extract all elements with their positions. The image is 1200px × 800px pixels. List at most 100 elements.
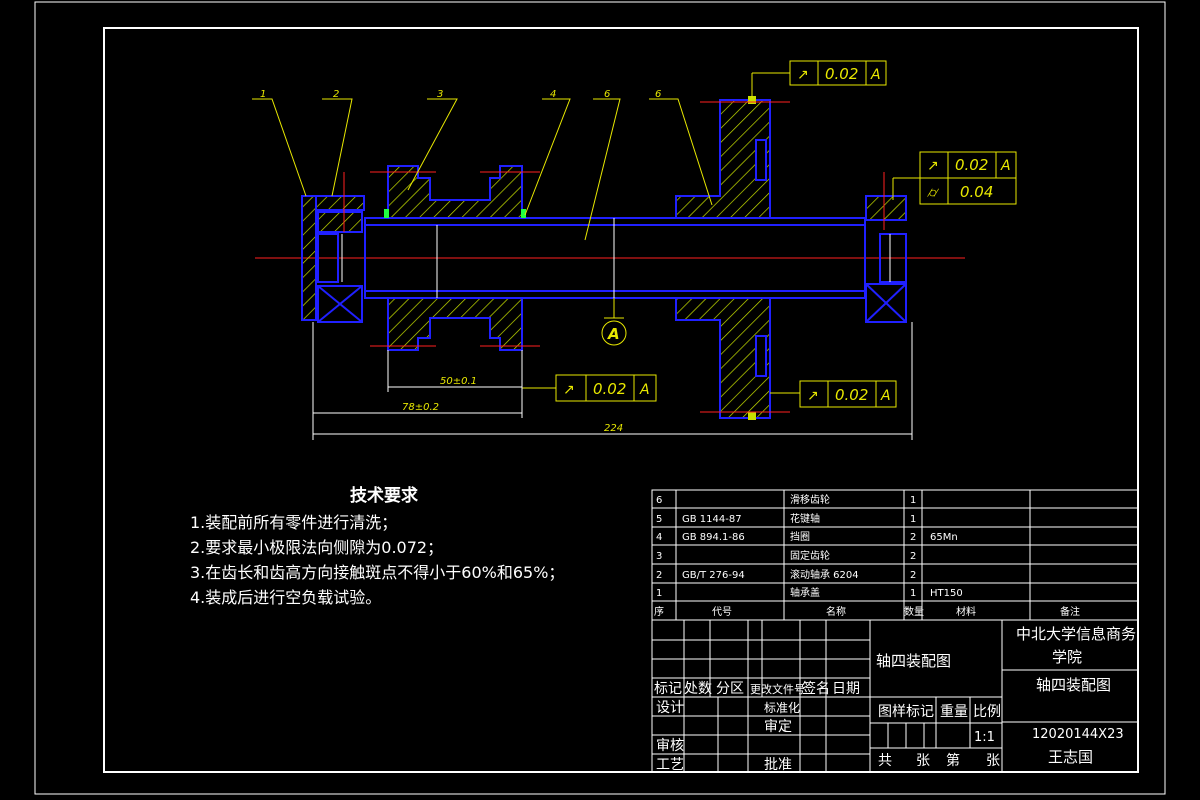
svg-text:共: 共 — [878, 753, 892, 769]
bom-cell: GB 1144-87 — [682, 514, 742, 525]
bom-cell: HT150 — [930, 588, 963, 599]
bom-cell: 1 — [910, 588, 916, 599]
bom-cell: 固定齿轮 — [790, 549, 830, 562]
bom-cell: 2 — [910, 570, 916, 581]
bom-table — [651, 489, 1139, 621]
datum-a: A — [601, 298, 627, 346]
svg-text:A: A — [607, 325, 620, 343]
balloon-2: 2 — [333, 89, 339, 100]
school-line2: 学院 — [1052, 648, 1082, 666]
svg-text:设计: 设计 — [656, 700, 684, 716]
bom-cell: 1 — [910, 495, 916, 506]
svg-text:重量: 重量 — [940, 704, 968, 720]
svg-text:↗: ↗ — [563, 382, 575, 398]
bearing-right — [865, 195, 907, 323]
balloon-1: 1 — [260, 89, 266, 100]
svg-text:张: 张 — [916, 753, 930, 769]
svg-text:0.02: 0.02 — [593, 380, 626, 398]
bom-header-cell: 代号 — [712, 606, 732, 618]
bom-cell: 3 — [656, 551, 662, 562]
spline-shaft — [364, 217, 866, 299]
bom-header-cell: 名称 — [826, 605, 846, 618]
bom-cell: 6 — [656, 495, 662, 506]
bearing-cap — [301, 195, 365, 321]
svg-text:0.02: 0.02 — [955, 156, 988, 174]
balloon-numbers: 1 2 3 4 6 6 — [260, 89, 661, 100]
bom-header-cell: 材料 — [956, 605, 976, 618]
drawing-code: 12020144X23 — [1032, 727, 1124, 742]
tolerance-bearing-right: ↗ 0.02 A ⌭ 0.04 — [892, 151, 1017, 205]
svg-text:⌭: ⌭ — [927, 185, 939, 201]
bom-cell: 5 — [656, 514, 662, 525]
sliding-gear — [675, 96, 771, 420]
bom-cell: 1 — [656, 588, 662, 599]
bom-cell: GB 894.1-86 — [682, 532, 745, 543]
dim-50: 50±0.1 — [440, 376, 477, 387]
bom-cell: 2 — [910, 551, 916, 562]
bom-cell: 轴承盖 — [790, 586, 820, 599]
bom-rows: 6 滑移齿轮 1 5 GB 1144-87 花键轴 1 4 GB 894.1-86 挡圈 2 65Mn… — [654, 493, 1080, 618]
bom-header-cell: 数量 — [904, 605, 924, 618]
svg-text:↗: ↗ — [797, 67, 809, 83]
svg-text:分区: 分区 — [716, 681, 744, 697]
svg-text:1:1: 1:1 — [974, 730, 995, 745]
tolerance-gear-top: ↗ 0.02 A — [751, 60, 887, 98]
author: 王志国 — [1048, 748, 1093, 766]
outer-frame — [34, 1, 1166, 795]
bom-cell: 滚动轴承 6204 — [790, 568, 859, 581]
balloon-6a: 6 — [604, 89, 610, 100]
title-block — [651, 619, 1139, 773]
bom-cell: 2 — [910, 532, 916, 543]
svg-text:比例: 比例 — [973, 704, 1001, 720]
svg-text:张: 张 — [986, 753, 1000, 769]
bom-cell: 2 — [656, 570, 662, 581]
tech-item-2: 2.要求最小极限法向侧隙为0.072； — [190, 538, 443, 557]
bom-header-cell: 备注 — [1060, 605, 1080, 618]
svg-text:0.02: 0.02 — [825, 65, 858, 83]
svg-text:第: 第 — [946, 752, 960, 769]
svg-text:A: A — [1000, 158, 1011, 174]
bom-cell: GB/T 276-94 — [682, 570, 745, 581]
bom-cell: 65Mn — [930, 532, 958, 543]
tech-title: 技术要求 — [350, 485, 418, 506]
tech-item-3: 3.在齿长和齿高方向接触斑点不得小于60%和65%； — [190, 563, 564, 582]
svg-text:更改文件号: 更改文件号 — [750, 682, 805, 696]
svg-text:审核: 审核 — [656, 738, 684, 754]
red-marks — [343, 101, 885, 413]
tech-requirements: 技术要求 1.装配前所有零件进行清洗； 2.要求最小极限法向侧隙为0.072； … — [190, 485, 564, 607]
bom-cell: 4 — [656, 532, 662, 543]
dim-78: 78±0.2 — [402, 402, 439, 413]
svg-text:批准: 批准 — [764, 757, 792, 773]
bom-cell: 花键轴 — [790, 512, 820, 525]
dim-224: 224 — [604, 423, 623, 434]
tolerance-slide-gear: ↗ 0.02 A — [522, 374, 657, 402]
bom-header-cell: 序 — [654, 605, 664, 618]
tolerance-gear-bottom: ↗ 0.02 A — [770, 380, 897, 408]
balloon-6b: 6 — [655, 89, 661, 100]
inner-frame — [103, 27, 1139, 773]
svg-text:标记: 标记 — [654, 681, 682, 697]
svg-text:0.02: 0.02 — [835, 386, 868, 404]
svg-text:处数: 处数 — [684, 681, 712, 697]
balloon-leaders — [252, 98, 713, 241]
balloon-3: 3 — [437, 89, 443, 100]
dimension-lines — [312, 322, 913, 440]
svg-text:标准化: 标准化 — [764, 701, 800, 715]
svg-text:A: A — [870, 67, 881, 83]
drawing-name: 轴四装配图 — [876, 652, 951, 670]
svg-text:A: A — [639, 382, 650, 398]
bom-cell: 滑移齿轮 — [790, 493, 830, 506]
balloon-4: 4 — [550, 89, 556, 100]
title-block-text: 轴四装配图 中北大学信息商务 学院 轴四装配图 12020144X23 王志国 … — [654, 625, 1136, 773]
school-line1: 中北大学信息商务 — [1016, 625, 1136, 643]
svg-text:图样标记: 图样标记 — [878, 704, 934, 720]
tech-item-4: 4.装成后进行空负载试验。 — [190, 588, 381, 607]
svg-text:↗: ↗ — [807, 388, 819, 404]
bom-cell: 挡圈 — [790, 530, 810, 543]
svg-text:工艺: 工艺 — [656, 757, 684, 773]
tech-item-1: 1.装配前所有零件进行清洗； — [190, 513, 397, 532]
svg-text:↗: ↗ — [927, 158, 939, 174]
svg-text:A: A — [880, 388, 891, 404]
svg-text:日期: 日期 — [832, 681, 860, 697]
